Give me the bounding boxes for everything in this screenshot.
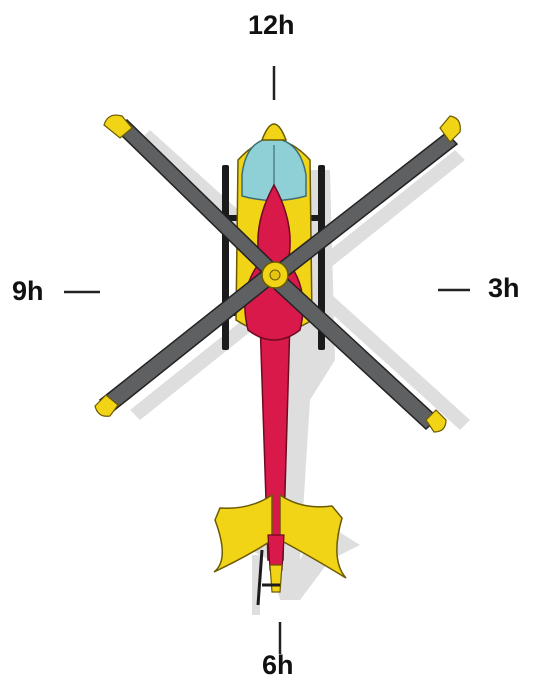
rotor-blade-sw	[100, 266, 281, 412]
label-3h: 3h	[488, 273, 520, 304]
tail-stabilizer	[214, 495, 272, 572]
label-6h: 6h	[262, 650, 294, 681]
helicopter-top-view-icon	[95, 115, 470, 615]
label-12h: 12h	[248, 10, 295, 41]
label-9h: 9h	[12, 276, 44, 307]
